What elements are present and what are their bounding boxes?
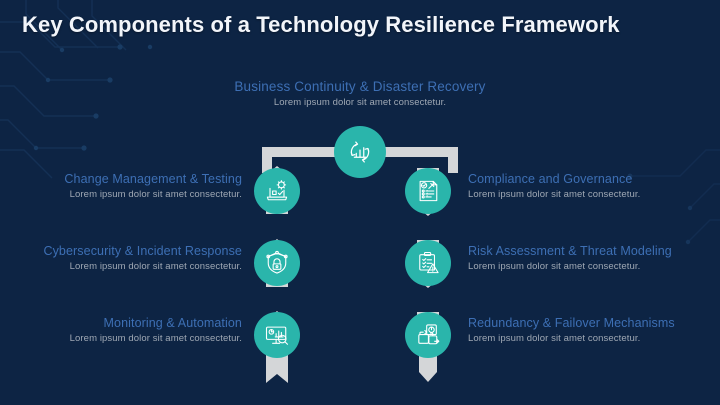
- label-left-2-title: Cybersecurity & Incident Response: [43, 244, 242, 258]
- node-right-2[interactable]: [405, 240, 451, 286]
- label-right-3-subtitle: Lorem ipsum dolor sit amet consectetur.: [468, 333, 641, 345]
- server-failover-icon: [418, 324, 440, 345]
- label-left-1-subtitle: Lorem ipsum dolor sit amet consectetur.: [69, 189, 242, 201]
- top-node-subtitle: Lorem ipsum dolor sit amet consectetur.: [273, 97, 447, 108]
- label-left-3-subtitle: Lorem ipsum dolor sit amet consectetur.: [69, 333, 242, 345]
- chart-recycle-icon: [350, 141, 370, 163]
- monitor-magnifier-icon: [265, 326, 289, 345]
- node-left-2[interactable]: [254, 240, 300, 286]
- node-top[interactable]: [334, 126, 386, 178]
- label-right-3: Redundancy & Failover Mechanisms Lorem i…: [468, 316, 720, 344]
- label-right-1-title: Compliance and Governance: [468, 172, 633, 186]
- label-left-3-title: Monitoring & Automation: [103, 316, 242, 330]
- page-title: Key Components of a Technology Resilienc…: [22, 12, 620, 37]
- label-right-2-subtitle: Lorem ipsum dolor sit amet consectetur.: [468, 261, 641, 273]
- node-right-1[interactable]: [405, 168, 451, 214]
- label-left-3: Monitoring & Automation Lorem ipsum dolo…: [0, 316, 242, 344]
- laptop-gear-icon: [266, 180, 288, 201]
- label-left-1-title: Change Management & Testing: [64, 172, 242, 186]
- clipboard-warning-icon: [419, 251, 439, 274]
- label-left-2-subtitle: Lorem ipsum dolor sit amet consectetur.: [69, 261, 242, 273]
- document-gavel-icon: [419, 180, 438, 202]
- top-node-text: Business Continuity & Disaster Recovery …: [0, 79, 720, 108]
- label-right-2-title: Risk Assessment & Threat Modeling: [468, 244, 672, 258]
- top-node-title: Business Continuity & Disaster Recovery: [234, 79, 486, 94]
- label-left-2: Cybersecurity & Incident Response Lorem …: [0, 244, 242, 272]
- node-left-1[interactable]: [254, 168, 300, 214]
- node-left-3[interactable]: [254, 312, 300, 358]
- label-left-1: Change Management & Testing Lorem ipsum …: [0, 172, 242, 200]
- label-right-3-title: Redundancy & Failover Mechanisms: [468, 316, 675, 330]
- label-right-2: Risk Assessment & Threat Modeling Lorem …: [468, 244, 720, 272]
- node-right-3[interactable]: [405, 312, 451, 358]
- label-right-1: Compliance and Governance Lorem ipsum do…: [468, 172, 720, 200]
- shield-lock-icon: [266, 250, 288, 274]
- label-right-1-subtitle: Lorem ipsum dolor sit amet consectetur.: [468, 189, 641, 201]
